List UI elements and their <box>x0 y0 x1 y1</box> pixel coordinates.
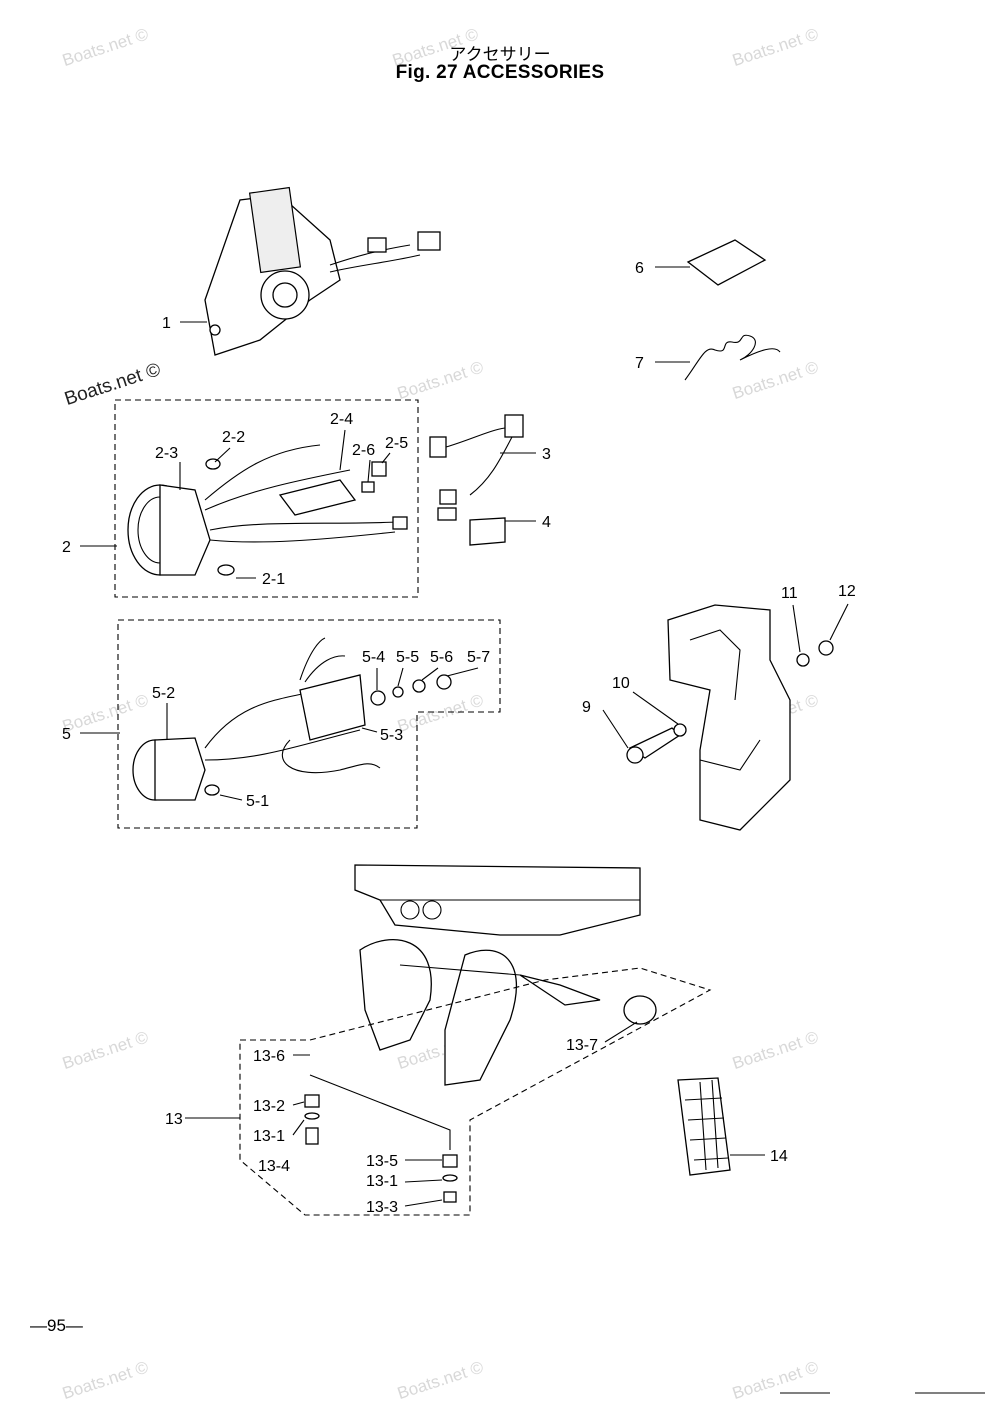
callout-4: 4 <box>542 514 551 531</box>
callout-2-2: 2-2 <box>222 429 245 446</box>
callout-5: 5 <box>62 726 71 743</box>
cover-plate <box>686 239 767 286</box>
callout-13-1: 13-1 <box>366 1173 398 1190</box>
spring-coil <box>684 334 781 381</box>
bolt <box>626 727 682 764</box>
callout-13-4: 13-4 <box>258 1158 290 1175</box>
callout-13-1: 13-1 <box>253 1128 285 1145</box>
washer <box>796 653 810 667</box>
figure-title: Fig. 27 ACCESSORIES <box>395 62 605 83</box>
wiring-harness <box>429 414 524 521</box>
connector-clip <box>469 517 506 546</box>
callout-1: 1 <box>162 315 171 332</box>
callout-13-7: 13-7 <box>566 1037 598 1054</box>
callout-13-6: 13-6 <box>253 1048 285 1065</box>
tie-rod <box>309 1074 451 1150</box>
instruction-card <box>677 1077 731 1176</box>
callout-9: 9 <box>582 699 591 716</box>
callout-5-5: 5-5 <box>396 649 419 666</box>
nut <box>818 640 834 656</box>
callout-6: 6 <box>635 260 644 277</box>
callout-13-2: 13-2 <box>253 1098 285 1115</box>
callout-11: 11 <box>781 585 798 602</box>
callout-5-3: 5-3 <box>380 727 403 744</box>
callout-5-1: 5-1 <box>246 793 269 810</box>
callout-2-3: 2-3 <box>155 445 178 462</box>
callout-14: 14 <box>770 1148 788 1165</box>
mounting-bracket <box>667 604 791 831</box>
callout-13-3: 13-3 <box>366 1199 398 1216</box>
callout-2-6: 2-6 <box>352 442 375 459</box>
callout-2-5: 2-5 <box>385 435 408 452</box>
callout-2-1: 2-1 <box>262 571 285 588</box>
washer <box>304 1112 320 1120</box>
callout-7: 7 <box>635 355 644 372</box>
remote-control-box <box>204 186 441 356</box>
nut <box>443 1191 457 1203</box>
callout-2: 2 <box>62 539 71 556</box>
group-box-13 <box>239 967 712 1216</box>
figure-title-japanese: アクセサリー <box>449 45 551 65</box>
callout-13-5: 13-5 <box>366 1153 398 1170</box>
callout-5-4: 5-4 <box>362 649 385 666</box>
engine-lower-assembly <box>354 864 641 1086</box>
nut <box>623 995 657 1025</box>
bolt <box>305 1127 319 1145</box>
page-number: —95— <box>30 1316 83 1335</box>
callout-10: 10 <box>612 675 630 692</box>
nut <box>304 1094 320 1108</box>
washer <box>442 1174 458 1182</box>
callout-5-7: 5-7 <box>467 649 490 666</box>
group-box-5 <box>117 619 501 829</box>
callout-5-6: 5-6 <box>430 649 453 666</box>
tachometer <box>127 444 408 576</box>
callout-3: 3 <box>542 446 551 463</box>
callout-labels: 1 2 2-1 2-2 2-3 2-4 2-5 2-6 3 4 5 5-1 5-… <box>62 260 856 1216</box>
group-box-2 <box>114 399 419 598</box>
washer <box>673 723 687 737</box>
nut <box>442 1154 458 1168</box>
callout-5-2: 5-2 <box>152 685 175 702</box>
leader-lines <box>80 266 849 1207</box>
callout-2-4: 2-4 <box>330 411 353 428</box>
trim-meter <box>132 637 452 801</box>
callout-13: 13 <box>165 1111 183 1128</box>
callout-12: 12 <box>838 583 856 600</box>
